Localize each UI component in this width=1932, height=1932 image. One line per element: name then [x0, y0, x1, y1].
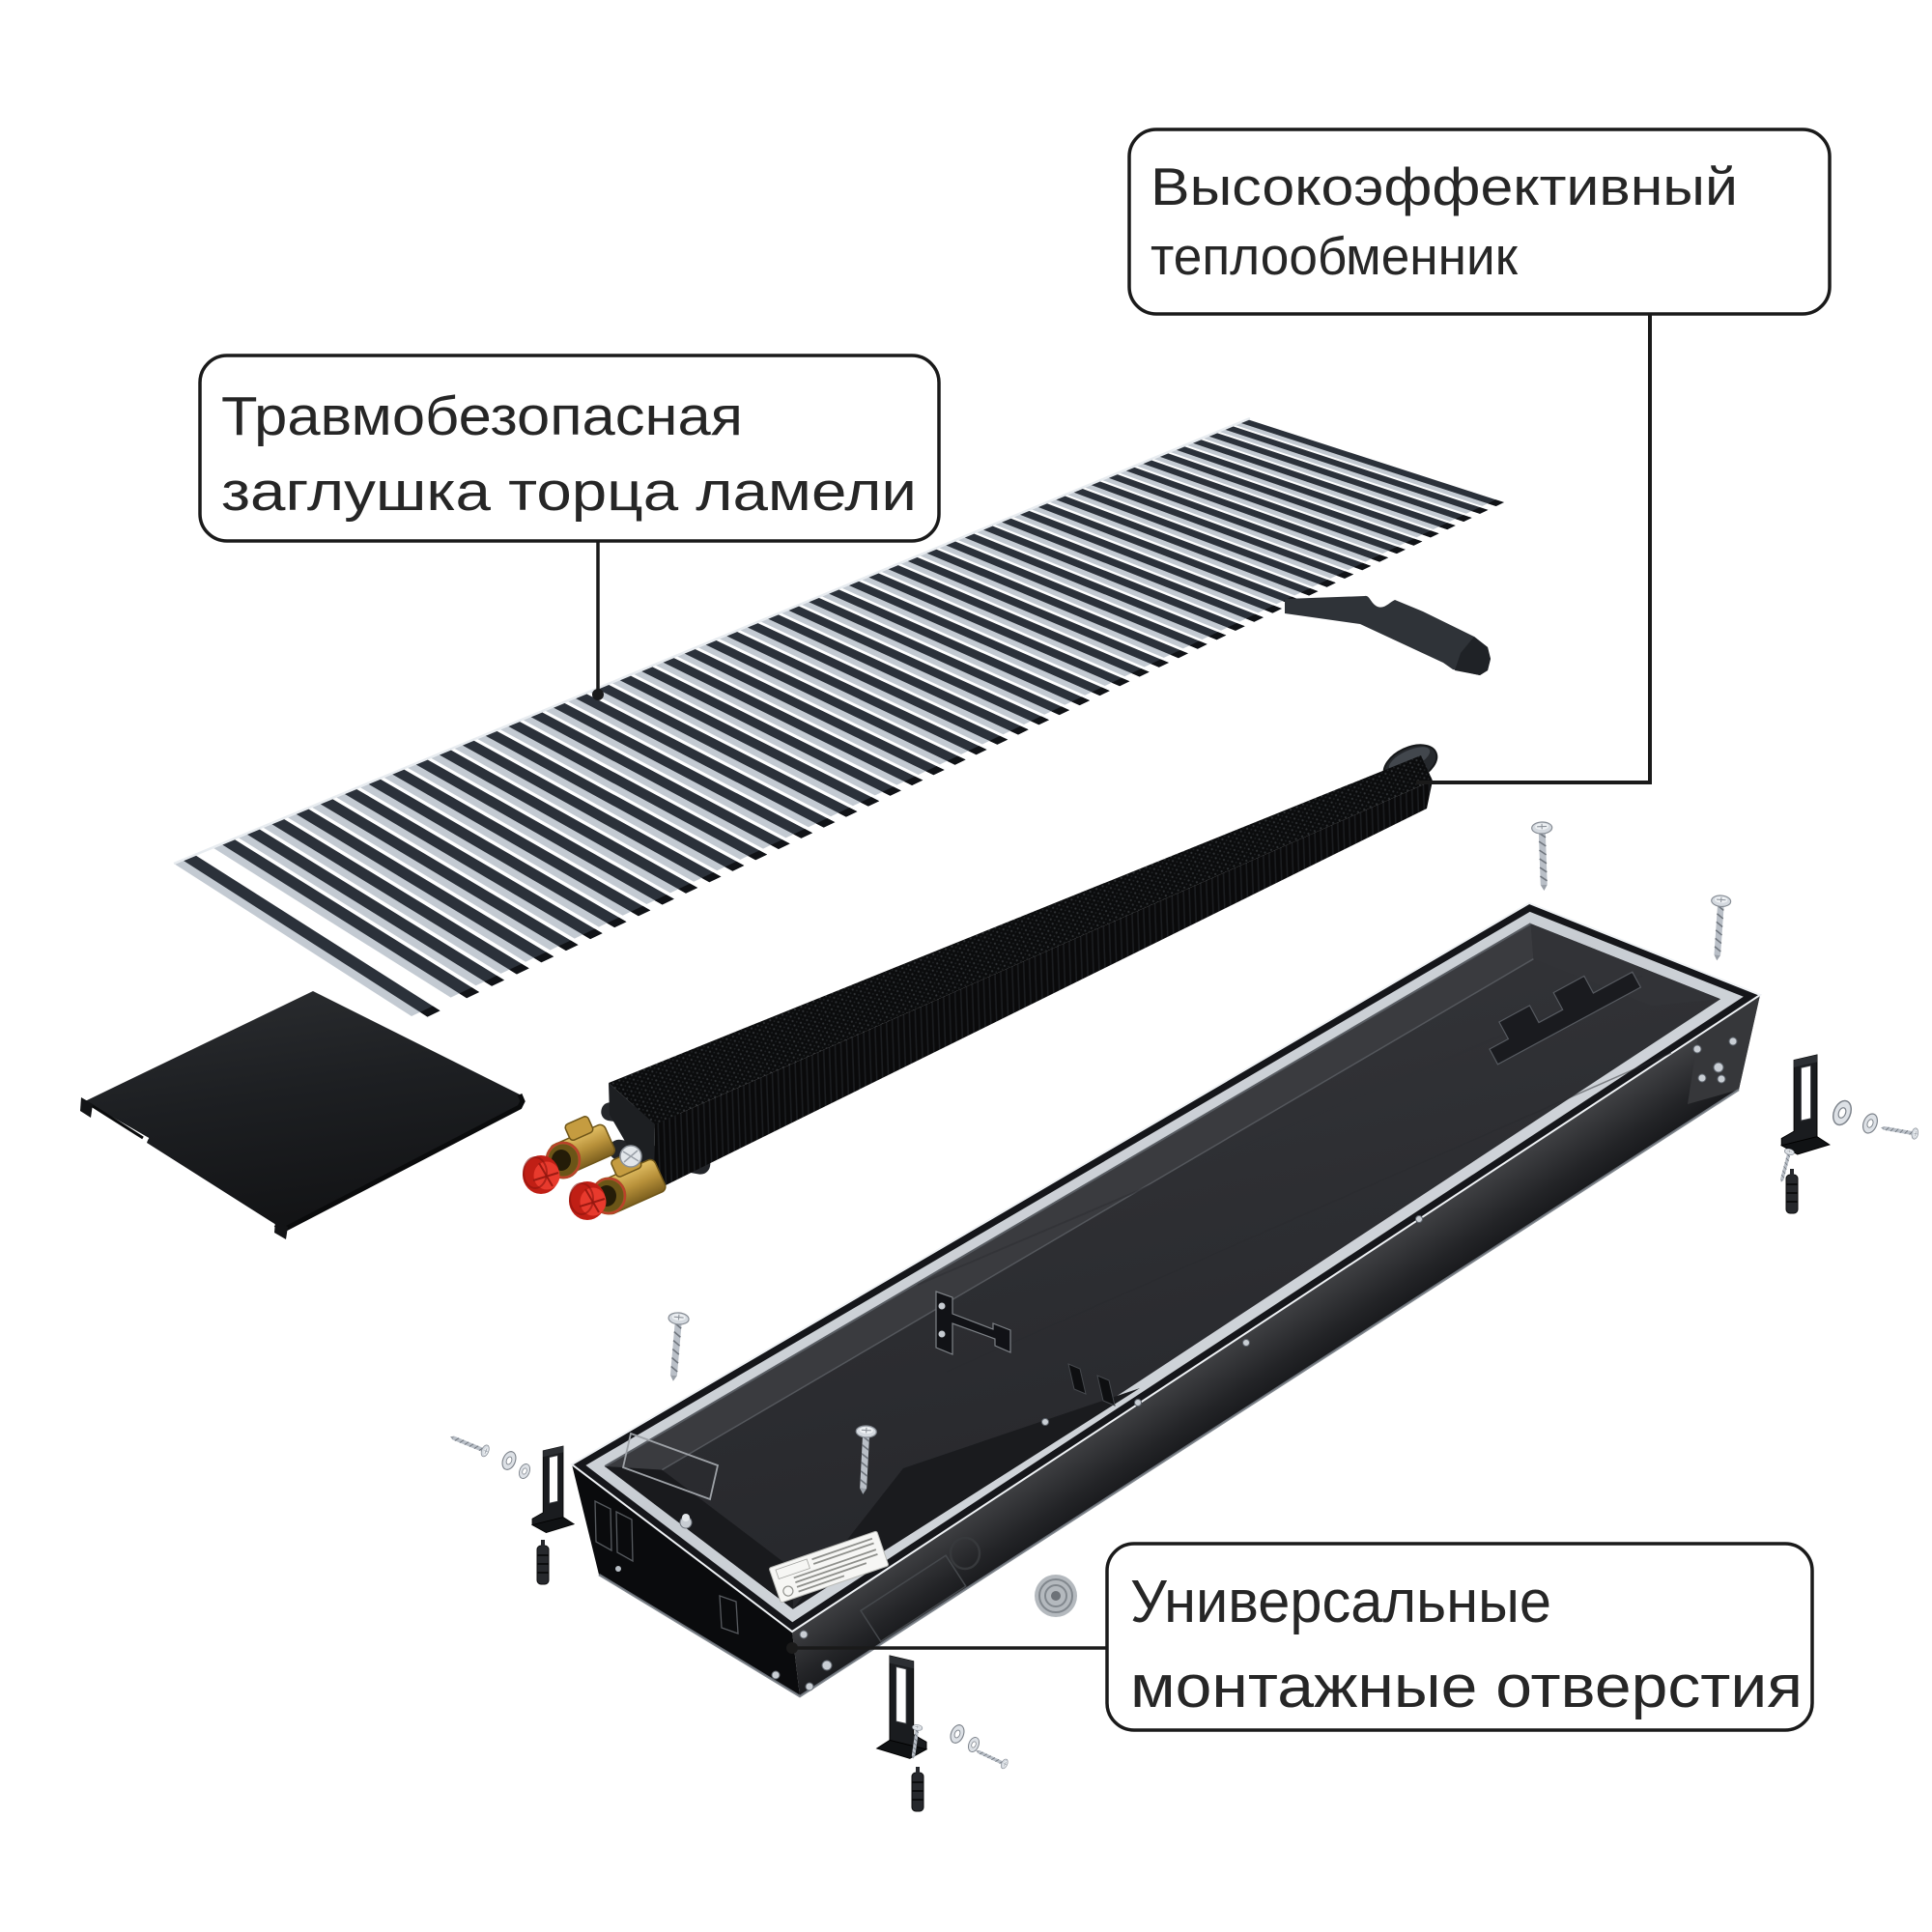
- svg-text:монтажные отверстия: монтажные отверстия: [1130, 1654, 1803, 1720]
- svg-text:Универсальные: Универсальные: [1130, 1569, 1551, 1635]
- svg-text:заглушка торца ламели: заглушка торца ламели: [221, 461, 917, 523]
- svg-text:Высокоэффективный: Высокоэффективный: [1151, 156, 1738, 216]
- svg-text:теплообменник: теплообменник: [1151, 226, 1519, 286]
- svg-text:Травмобезопасная: Травмобезопасная: [221, 385, 743, 447]
